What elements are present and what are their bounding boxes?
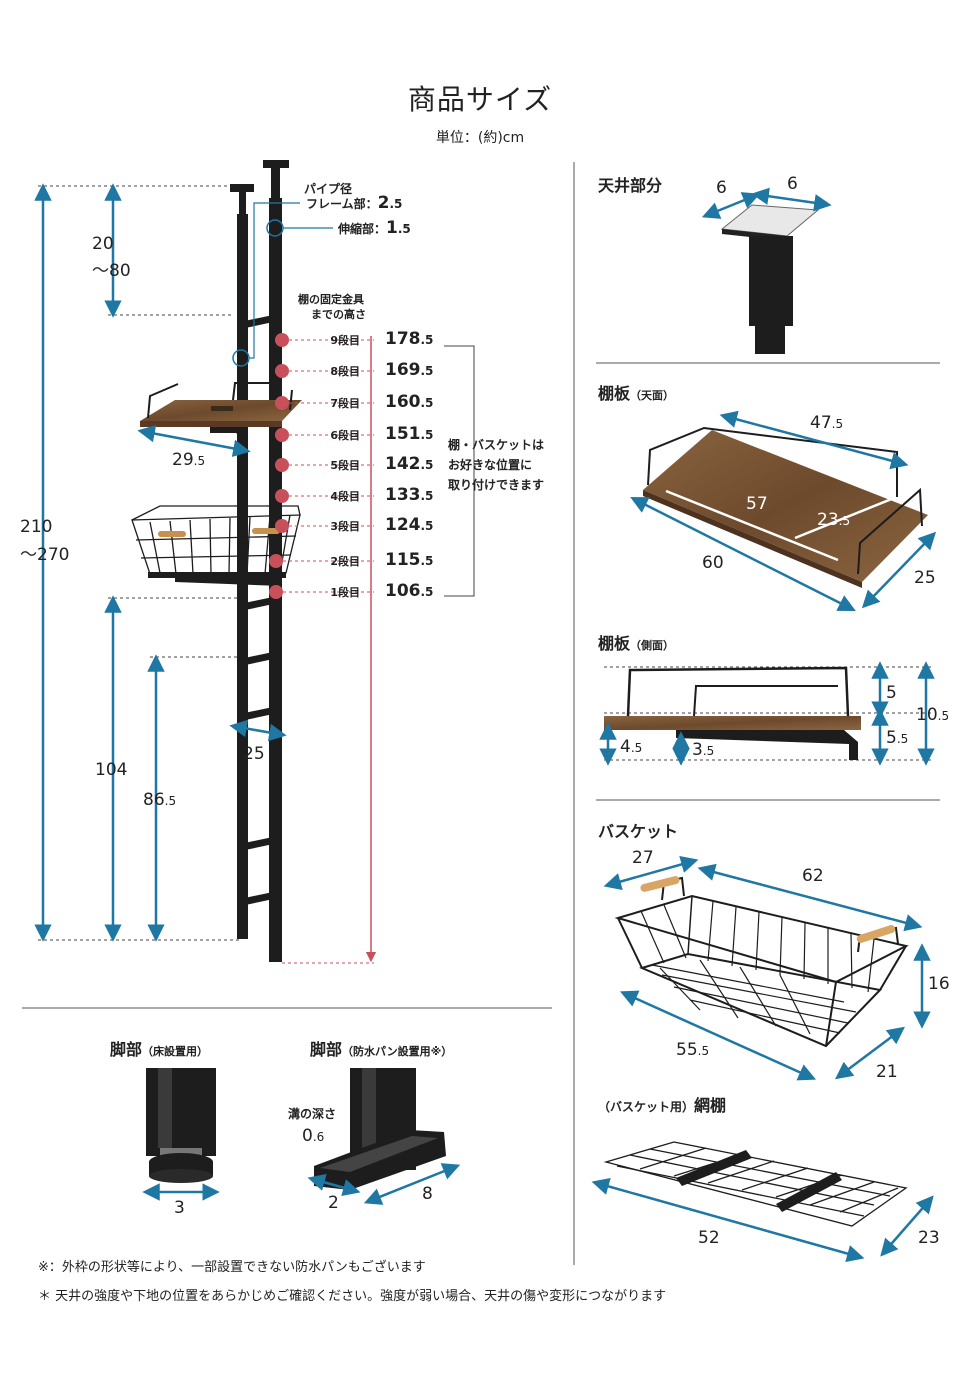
level-label: 1段目	[330, 586, 360, 599]
shelf-side-total: 10.5	[916, 705, 950, 725]
level-marker-4	[275, 489, 289, 503]
level-height: 133.5	[385, 485, 434, 505]
level-marker-9	[275, 333, 289, 347]
grid-dimensions	[591, 1177, 934, 1263]
level-marker-1	[269, 585, 283, 599]
grid-w: 52	[698, 1228, 720, 1248]
shelf-top-inner-d: 23.5	[817, 510, 851, 530]
level-label: 2段目	[330, 555, 360, 568]
note-b: お好きな位置に	[448, 458, 533, 472]
level-marker-2	[269, 554, 283, 568]
foot-pan-d: 8	[422, 1184, 433, 1204]
shelf-top-title: 棚板（天面）	[598, 384, 675, 403]
grid-title: （バスケット用）網棚	[598, 1096, 727, 1115]
note-a: 棚・バスケットは	[448, 438, 545, 452]
unit-label: 単位：(約)cm	[435, 130, 525, 146]
shelf-top-inner-w: 47.5	[810, 413, 844, 433]
total-height-a: 210	[20, 517, 53, 537]
extend-label-b: 〜80	[92, 261, 131, 281]
basket-bottom-d: 21	[876, 1062, 898, 1082]
basket-dimensions	[603, 855, 931, 1081]
note-c: 取り付けできます	[448, 478, 545, 492]
foot-floor-graphic	[142, 1068, 220, 1201]
foot-floor-title: 脚部（床設置用）	[110, 1040, 209, 1059]
footnote-1: ※：外枠の形状等により、一部設置できない防水パンもございます	[38, 1260, 426, 1275]
level-height: 142.5	[385, 454, 434, 474]
foot-pan-groove: 0.6	[302, 1126, 325, 1146]
pipe-frame: フレーム部：2.5	[306, 193, 403, 213]
level-marker-5	[275, 458, 289, 472]
ceiling-w2: 6	[787, 174, 798, 194]
foot-pan-title: 脚部（防水パン設置用※）	[310, 1040, 453, 1059]
level-marker-7	[275, 396, 289, 410]
shelf-side-board: 4.5	[620, 737, 643, 757]
level-label: 5段目	[330, 459, 360, 472]
level-height: 160.5	[385, 392, 434, 412]
level-label: 4段目	[330, 490, 360, 503]
level-height: 151.5	[385, 424, 434, 444]
foot-pan-graphic	[307, 1068, 461, 1205]
level-marker-3	[275, 519, 289, 533]
level-marker-8	[275, 364, 289, 378]
total-height-b: 〜270	[20, 545, 70, 565]
basket-height: 16	[928, 974, 950, 994]
level-marker-6	[275, 428, 289, 442]
foot-pan-groove-label: 溝の深さ	[288, 1107, 337, 1121]
ceiling-w1: 6	[716, 178, 727, 198]
basket-graphic	[614, 876, 909, 1048]
height-86-label: 86.5	[143, 790, 177, 810]
level-height: 178.5	[385, 329, 434, 349]
shelf-top-inner: 57	[746, 494, 768, 514]
shelf-top-outer-w: 60	[702, 553, 724, 573]
foot-floor-w: 3	[174, 1198, 185, 1218]
pole-unit	[34, 160, 475, 964]
pipe-title: パイプ径	[304, 182, 353, 196]
basket-title: バスケット	[598, 822, 679, 841]
level-label: 9段目	[330, 334, 360, 347]
page-title: 商品サイズ	[407, 83, 553, 116]
shelf-side-lower: 5.5	[886, 728, 909, 748]
height-104-label: 104	[95, 760, 128, 780]
pipe-telescopic: 伸縮部：1.5	[338, 218, 411, 238]
level-height: 169.5	[385, 360, 434, 380]
shelf-side-title: 棚板（側面）	[598, 634, 675, 653]
basket-bottom-w: 55.5	[676, 1040, 710, 1060]
level-height: 124.5	[385, 515, 434, 535]
basket-top-w: 62	[802, 866, 824, 886]
basket-top-d: 27	[632, 848, 654, 868]
shelf-top-outer-d: 25	[914, 568, 936, 588]
bracket-title-a: 棚の固定金具	[298, 293, 364, 306]
shelf-side-graphic	[599, 661, 935, 766]
bracket-title-b: までの高さ	[311, 308, 366, 321]
shelf-top-graphic	[630, 410, 937, 611]
grid-d: 23	[918, 1228, 940, 1248]
level-height: 106.5	[385, 581, 434, 601]
grid-shelf-graphic	[603, 1141, 908, 1227]
level-label: 7段目	[330, 397, 360, 410]
foot-pan-w: 2	[328, 1193, 339, 1213]
shelf-side-rail: 5	[886, 683, 897, 703]
level-label: 8段目	[330, 365, 360, 378]
frame-width-label: 25	[243, 744, 265, 764]
ceiling-part-graphic	[701, 187, 832, 354]
shelf-side-gap: 3.5	[692, 740, 715, 760]
level-label: 6段目	[330, 429, 360, 442]
level-height: 115.5	[385, 550, 434, 570]
extend-label-a: 20	[92, 234, 114, 254]
shelf-depth-label: 29.5	[172, 450, 206, 470]
footnote-2: ＊ 天井の強度や下地の位置をあらかじめご確認ください。強度が弱い場合、天井の傷や…	[38, 1289, 667, 1304]
level-markers	[269, 333, 374, 599]
level-label: 3段目	[330, 520, 360, 533]
ceiling-title: 天井部分	[598, 176, 663, 195]
